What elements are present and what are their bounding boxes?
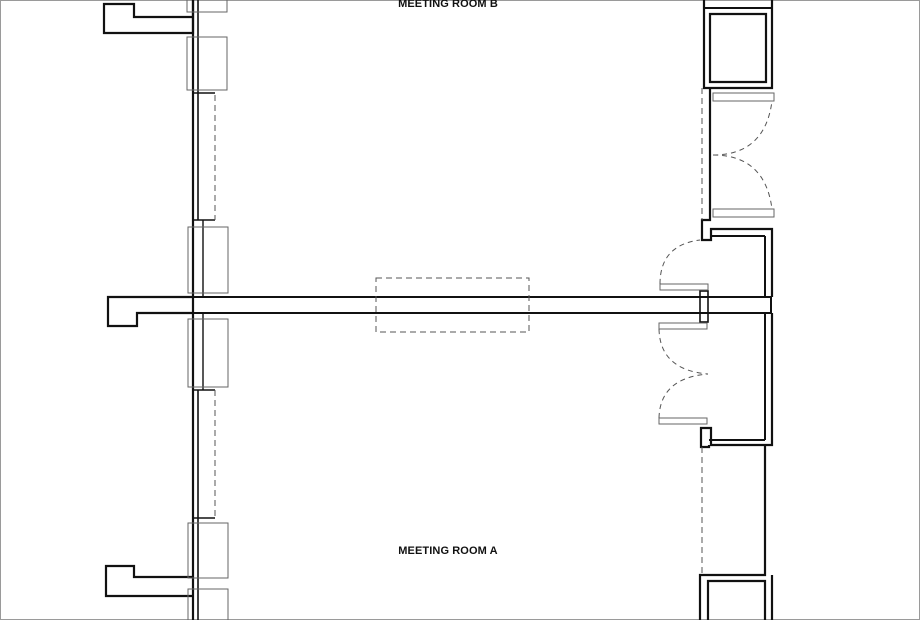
door-leaf (712, 208, 775, 218)
window-panel (186, 0, 228, 13)
door-leaf (658, 322, 708, 330)
door-swing-arc (712, 100, 773, 156)
east-wall-upper (700, 88, 774, 297)
east-wall (698, 0, 774, 620)
door-swing-arc (659, 239, 701, 285)
west-column-bottom (104, 564, 193, 598)
closet-lower-inner (706, 579, 767, 620)
window-panel (187, 318, 229, 388)
partition-stack-outline (375, 277, 530, 333)
door-leaf (712, 92, 775, 102)
door-room-b (659, 239, 709, 291)
closet-upper-inner (708, 12, 768, 84)
window-panel (186, 36, 228, 91)
door-room-a-lower (658, 373, 709, 425)
door-leaf (659, 283, 709, 291)
west-column-top (102, 0, 195, 35)
door-swing-arc (712, 154, 773, 210)
partition-post (699, 290, 709, 323)
window-panel (187, 226, 229, 294)
window-panel (187, 522, 229, 579)
door-room-a (658, 322, 709, 375)
door-swing-arc (658, 328, 709, 375)
double-door-upper (712, 92, 775, 218)
west-column-middle (106, 295, 193, 328)
door-swing-arc (658, 373, 709, 419)
east-wall-lower (699, 313, 774, 449)
operable-partition (193, 296, 772, 314)
room-label-meeting-room-b: MEETING ROOM B (398, 0, 498, 10)
west-glazing (186, 0, 229, 620)
closet-lower-outer (698, 445, 767, 620)
west-exterior-wall (102, 0, 215, 620)
closet-upper-outer (702, 0, 774, 90)
room-label-meeting-room-a: MEETING ROOM A (398, 545, 497, 557)
door-leaf (658, 417, 708, 425)
window-panel (187, 588, 229, 620)
